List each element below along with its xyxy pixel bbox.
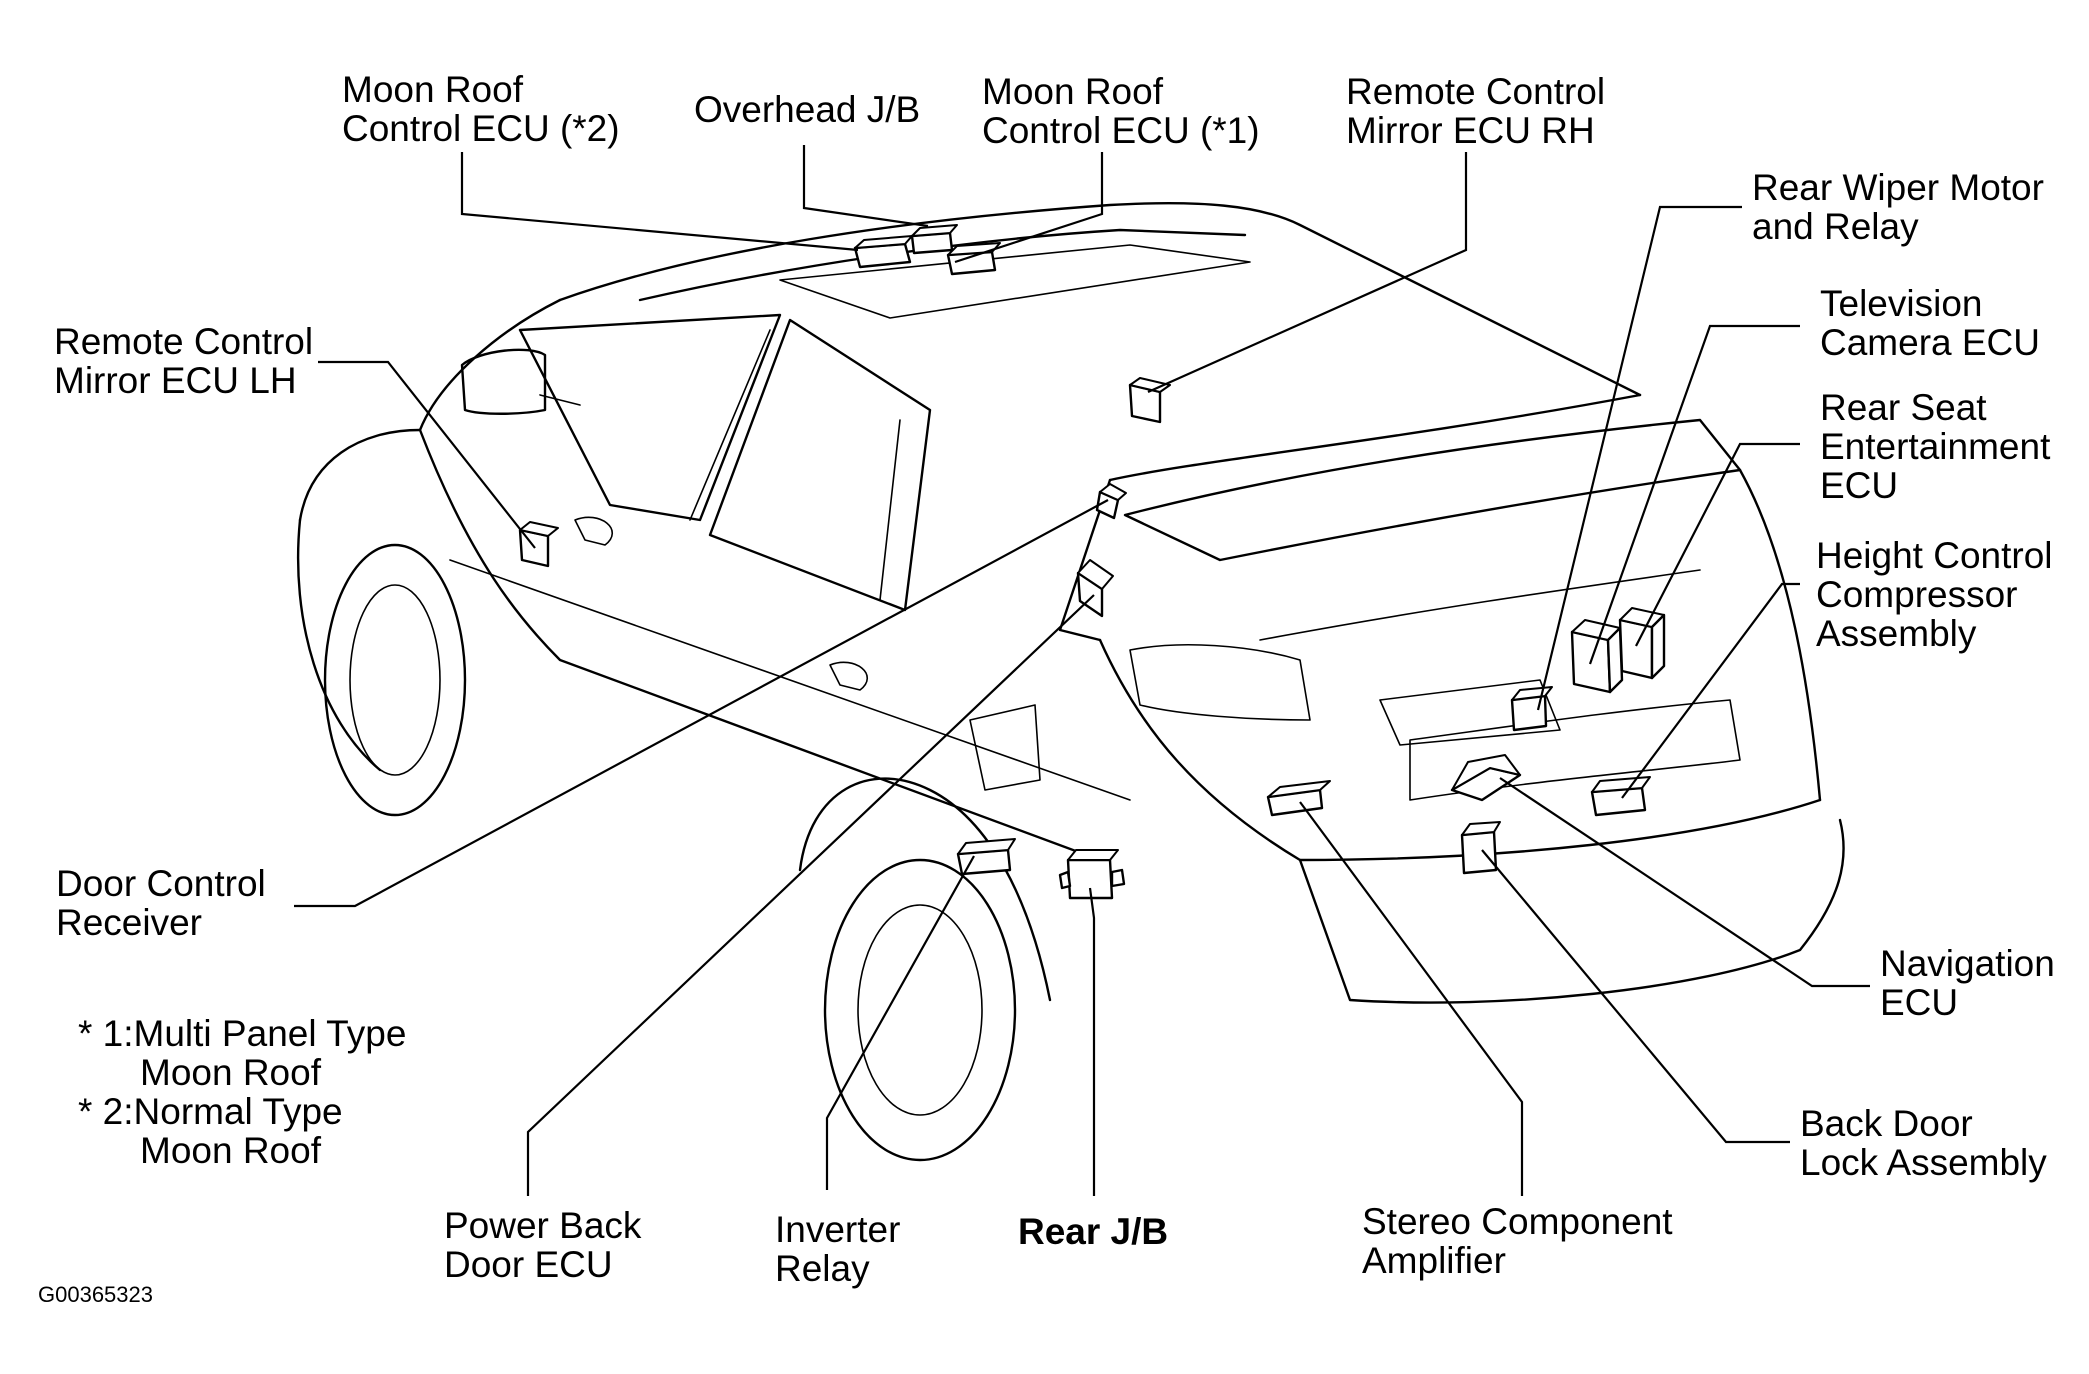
label-rear-jb: Rear J/B	[1018, 1211, 1168, 1252]
tv-camera-ecu-unit	[1570, 619, 1624, 694]
note-1-cont: Moon Roof	[140, 1052, 322, 1093]
rear-wiper-unit	[1510, 686, 1553, 732]
footnotes: * 1:Multi Panel Type Moon Roof * 2:Norma…	[78, 1013, 406, 1171]
note-1: * 1:Multi Panel Type	[78, 1013, 406, 1054]
label-height-control: Height Control Compressor Assembly	[1816, 535, 2063, 654]
overhead-jb-unit	[910, 224, 958, 255]
label-overhead-jb: Overhead J/B	[694, 89, 920, 130]
label-mirror-ecu-rh: Remote Control Mirror ECU RH	[1346, 71, 1615, 151]
label-mirror-ecu-lh: Remote Control Mirror ECU LH	[54, 321, 323, 401]
mirror-ecu-lh-unit	[518, 521, 559, 568]
label-rear-seat-ent-ecu: Rear Seat Entertainment ECU	[1820, 387, 2061, 506]
rear-seat-entertainment-ecu-unit	[1618, 607, 1666, 680]
vehicle-drawing	[296, 202, 1845, 1162]
navigation-ecu-unit	[1450, 754, 1522, 802]
rear-jb-unit	[1058, 849, 1126, 900]
label-inverter-relay: Inverter Relay	[775, 1209, 911, 1289]
door-control-receiver-unit	[1095, 483, 1127, 520]
figure-code: G00365323	[38, 1282, 153, 1307]
label-door-control-receiver: Door Control Receiver	[56, 863, 276, 943]
inverter-relay-unit	[956, 838, 1016, 876]
moon-roof-ecu-2-unit	[853, 235, 913, 269]
back-door-lock-unit	[1460, 821, 1501, 875]
moon-roof-ecu-1-unit	[946, 242, 1001, 276]
power-back-door-ecu-unit	[1076, 559, 1114, 618]
label-rear-wiper: Rear Wiper Motor and Relay	[1752, 167, 2054, 247]
note-2: * 2:Normal Type	[78, 1091, 343, 1132]
label-back-door-lock: Back Door Lock Assembly	[1800, 1103, 2047, 1183]
note-2-cont: Moon Roof	[140, 1130, 322, 1171]
label-moon-roof-ecu-2: Moon Roof Control ECU (*2)	[342, 69, 620, 149]
label-navigation-ecu: Navigation ECU	[1880, 943, 2065, 1023]
stereo-amplifier-unit	[1266, 780, 1331, 817]
leader-lines	[294, 145, 1870, 1196]
height-control-compressor-unit	[1590, 776, 1651, 817]
labels: Moon Roof Control ECU (*2) Overhead J/B …	[54, 69, 2065, 1289]
mirror-ecu-rh-unit	[1128, 377, 1171, 424]
label-moon-roof-ecu-1: Moon Roof Control ECU (*1)	[982, 71, 1260, 151]
label-stereo-amp: Stereo Component Amplifier	[1362, 1201, 1683, 1281]
label-tv-camera-ecu: Television Camera ECU	[1820, 283, 2040, 363]
component-boxes	[518, 224, 1666, 900]
label-power-back-door: Power Back Door ECU	[444, 1205, 652, 1285]
